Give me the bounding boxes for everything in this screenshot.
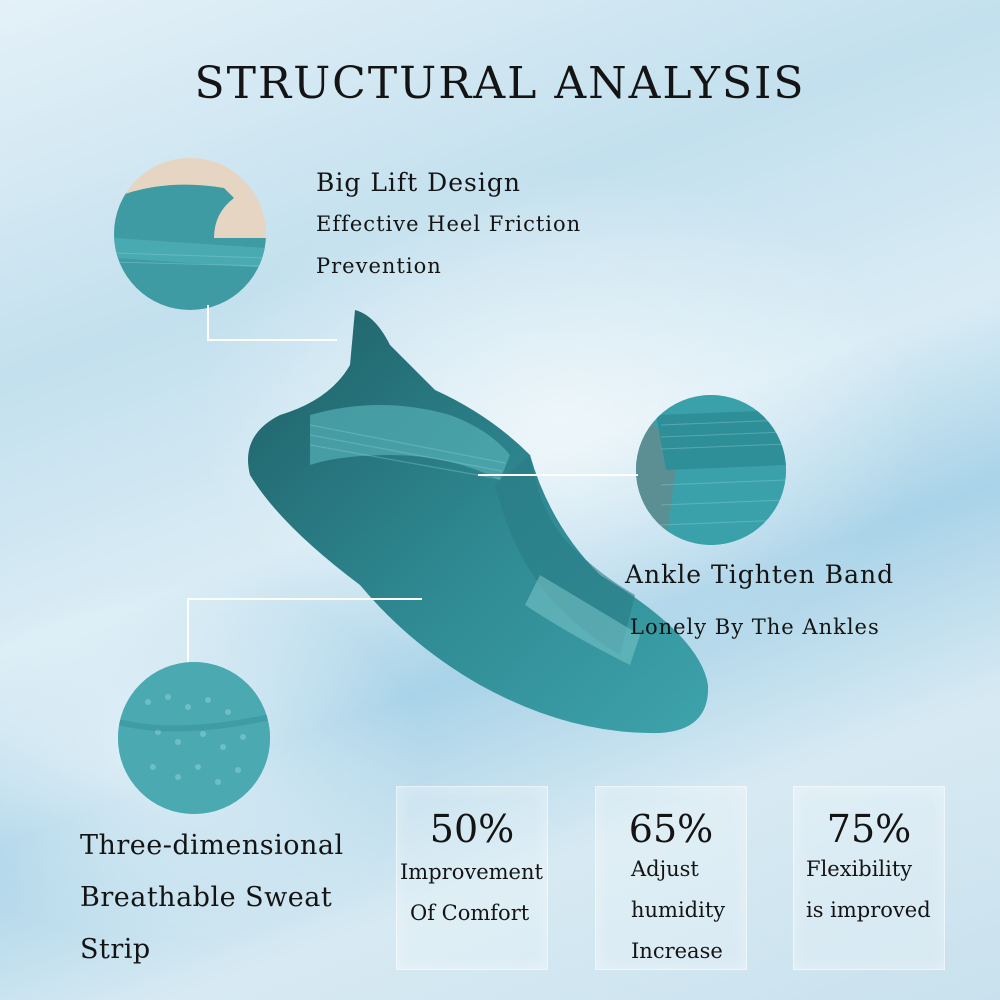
breathable-connector-line-h (187, 598, 422, 600)
stat-value: 75% (826, 807, 912, 851)
heel-closeup-image (114, 158, 266, 310)
stat-card-humidity: 65% Adjust humidity Increase (595, 786, 747, 970)
ankle-connector-line (478, 474, 638, 476)
stat-line: Flexibility (806, 857, 913, 881)
stat-value: 65% (628, 807, 714, 851)
stat-card-flexibility: 75% Flexibility is improved (793, 786, 945, 970)
stat-line: Improvement (400, 860, 543, 884)
stat-value: 50% (429, 807, 515, 851)
heel-connector-line (207, 305, 209, 341)
ankle-subtitle: Lonely By The Ankles (630, 615, 880, 639)
lift-heading: Big Lift Design (316, 168, 521, 197)
lift-line-1: Effective Heel Friction (316, 212, 582, 236)
heel-connector-line-h (207, 339, 337, 341)
stat-line: Of Comfort (410, 901, 530, 925)
lift-line-2: Prevention (316, 254, 442, 278)
stat-line: Increase (631, 939, 723, 963)
stat-card-comfort: 50% Improvement Of Comfort (396, 786, 548, 970)
stat-line: Adjust (631, 857, 699, 881)
stat-line: is improved (806, 898, 931, 922)
breathable-strip-closeup-image (118, 662, 270, 814)
ankle-heading: Ankle Tighten Band (625, 560, 895, 589)
breathable-line-1: Three-dimensional (80, 830, 344, 861)
breathable-connector-line (187, 598, 189, 663)
breathable-line-3: Strip (80, 934, 151, 965)
page-title: STRUCTURAL ANALYSIS (194, 58, 806, 109)
sock-image (240, 305, 720, 735)
ankle-band-closeup-image (636, 395, 786, 545)
stat-line: humidity (631, 898, 726, 922)
breathable-line-2: Breathable Sweat (80, 882, 333, 913)
